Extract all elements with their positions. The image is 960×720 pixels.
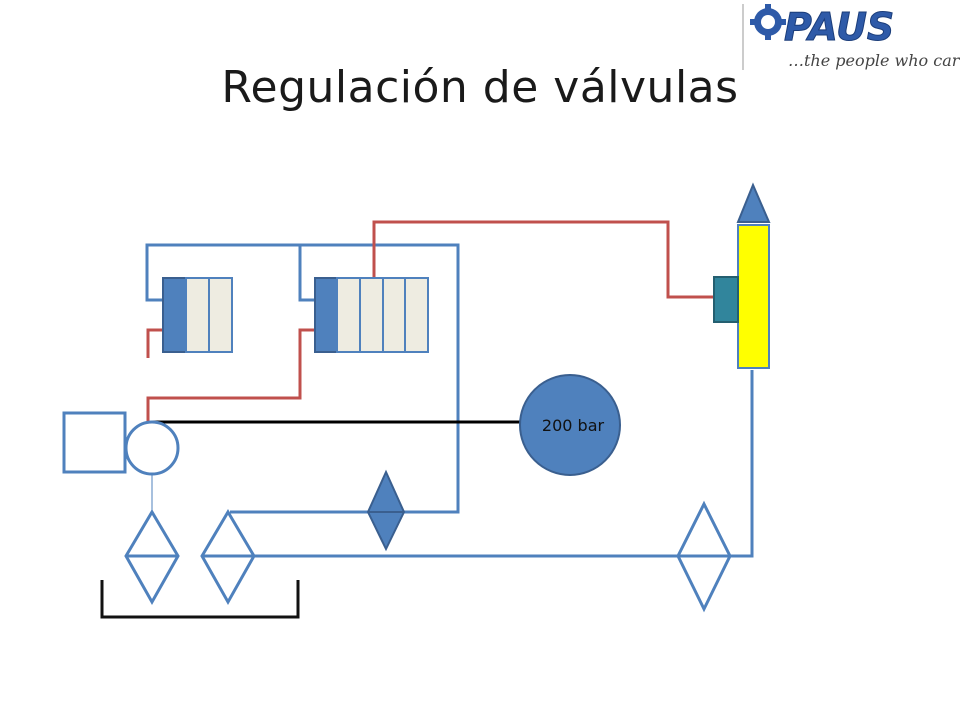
blue-pipe-top-loop xyxy=(145,243,460,514)
red-pipe-valve1-pilot xyxy=(146,328,163,358)
check-valve xyxy=(366,469,406,552)
reservoir-tank xyxy=(100,580,300,619)
blue-pipe-network xyxy=(145,243,754,558)
accumulator-port xyxy=(713,276,739,323)
pressure-gauge: 200 bar xyxy=(519,374,621,476)
accumulator xyxy=(713,182,771,369)
red-pipe-network xyxy=(146,220,714,436)
logo-brand: PAUS xyxy=(784,5,894,49)
company-logo: PAUS …the people who care xyxy=(742,4,960,70)
accumulator-body xyxy=(737,224,770,369)
accumulator-cap xyxy=(736,182,771,223)
slide-title: Regulación de válvulas xyxy=(221,62,739,113)
logo-tagline: …the people who care xyxy=(788,51,960,70)
red-pipe-valve2-to-accumulator xyxy=(372,220,714,299)
gear-icon xyxy=(750,4,786,40)
motor-box xyxy=(62,411,127,474)
blue-pipe-valve2-branch xyxy=(298,245,315,302)
blue-pipe-bottom-return xyxy=(255,370,754,558)
red-pipe-pump-to-valve2 xyxy=(146,328,315,436)
directional-valve-1 xyxy=(162,277,233,353)
filter-group xyxy=(124,500,732,613)
directional-valve-2 xyxy=(314,277,429,353)
pump-circle xyxy=(124,420,180,476)
gauge-label: 200 bar xyxy=(542,416,605,435)
